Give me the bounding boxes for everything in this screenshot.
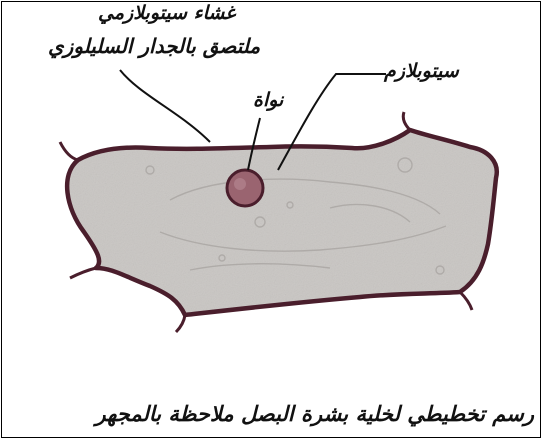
nucleus-label: نواة bbox=[253, 91, 283, 110]
membrane-leader-line bbox=[120, 70, 210, 142]
nucleus bbox=[227, 170, 263, 206]
figure-caption: رسم تخطيطي لخلية بشرة البصل ملاحظة بالمج… bbox=[14, 402, 534, 426]
membrane-label-line1: غشاء سيتوبلازمي bbox=[98, 4, 235, 23]
membrane-label-line2: ملتصق بالجدار السليلوزي bbox=[48, 36, 260, 56]
cytoplasm-label: سيتوبلازم bbox=[384, 62, 459, 81]
